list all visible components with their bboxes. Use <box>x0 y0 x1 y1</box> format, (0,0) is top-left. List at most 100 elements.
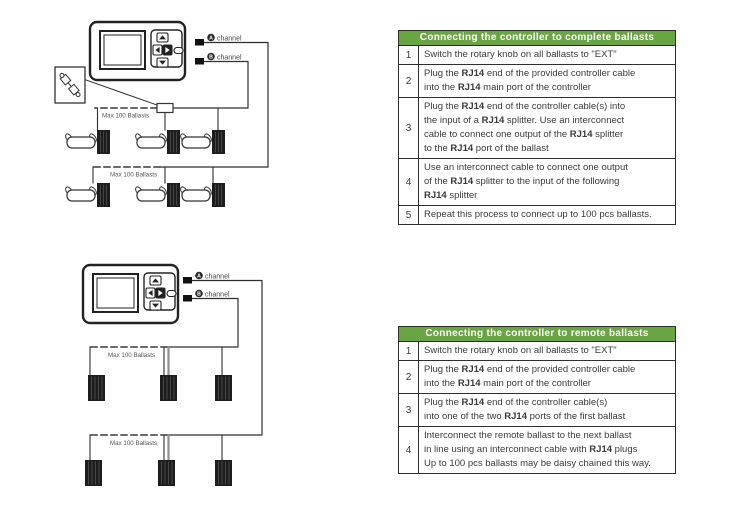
channel-b-icon <box>207 52 215 61</box>
step-number: 2 <box>399 361 419 393</box>
port-channel-a <box>183 277 192 284</box>
step-text-line: into one of the two RJ14 ports of the fi… <box>424 411 626 422</box>
step-text-line: RJ14 splitter <box>424 190 478 201</box>
svg-text:channel: channel <box>205 274 230 281</box>
step-text: Plug the RJ14 end of the provided contro… <box>419 65 675 97</box>
wiring-diagram: A channel B channel Max 100 Ballasts <box>54 20 269 487</box>
inset-leader-line <box>85 79 158 106</box>
step-text-line: into the RJ14 main port of the controlle… <box>424 82 591 93</box>
svg-text:A: A <box>197 274 201 280</box>
port-channel-b <box>183 295 192 302</box>
step-text: Use an interconnect cable to connect one… <box>419 159 675 205</box>
step-text-line: Interconnect the remote ballast to the n… <box>424 430 632 441</box>
svg-text:B: B <box>209 55 213 61</box>
drop-wires-row2 <box>89 433 223 462</box>
rj14-splitter <box>156 102 174 114</box>
channel-b-icon <box>195 289 203 298</box>
step-number: 4 <box>399 159 419 205</box>
instruction-row: 3 Plug the RJ14 end of the controller cab… <box>399 394 675 427</box>
port-channel-b <box>195 58 204 65</box>
step-text-line: Repeat this process to connect up to 100… <box>424 209 652 220</box>
ballast-lamp <box>178 182 226 208</box>
step-text-line: Plug the RJ14 end of the controller cabl… <box>424 101 626 112</box>
channel-b-label: B channel <box>195 289 230 299</box>
table-body: 1 Switch the rotary knob on all ballasts … <box>399 342 675 473</box>
instruction-row: 1 Switch the rotary knob on all ballasts … <box>399 46 675 65</box>
svg-text:B: B <box>197 292 201 298</box>
table-title: Connecting the controller to remote ball… <box>399 327 675 342</box>
instruction-row: 2 Plug the RJ14 end of the provided contr… <box>399 361 675 394</box>
remote-ballast <box>87 374 106 402</box>
remote-ballast <box>157 459 176 487</box>
drop-wires-row1 <box>89 345 223 377</box>
ballast-lamp <box>133 182 181 208</box>
step-number: 2 <box>399 65 419 97</box>
remote-ballast <box>214 459 233 487</box>
step-number: 4 <box>399 427 419 473</box>
step-number: 5 <box>399 206 419 224</box>
table-remote-ballasts: Connecting the controller to remote ball… <box>398 326 676 474</box>
max-ballasts-label: Max 100 Ballasts <box>110 172 157 179</box>
table-body: 1 Switch the rotary knob on all ballasts … <box>399 46 675 224</box>
step-text-line: Plug the RJ14 end of the controller cabl… <box>424 397 608 408</box>
drop-wires-row2 <box>92 166 214 184</box>
channel-a-label: A channel <box>195 271 230 281</box>
controller <box>81 263 180 325</box>
step-number: 3 <box>399 394 419 426</box>
step-text-line: in line using an interconnect cable with… <box>424 444 638 455</box>
ballast-lamp <box>63 129 111 155</box>
ballast-lamp <box>178 129 226 155</box>
svg-text:channel: channel <box>205 292 230 299</box>
cable-channel-a <box>166 279 263 436</box>
instruction-row: 4 Interconnect the remote ballast to the … <box>399 427 675 473</box>
cable-channel-b <box>172 60 249 109</box>
step-number: 3 <box>399 98 419 158</box>
step-number: 1 <box>399 342 419 360</box>
drop-wires-row1 <box>96 107 219 131</box>
step-text-line: cable to connect one output of the RJ14 … <box>424 129 624 140</box>
port-channel-a <box>195 39 204 46</box>
step-text: Plug the RJ14 end of the controller cabl… <box>419 98 675 158</box>
instruction-row: 4 Use an interconnect cable to connect on… <box>399 159 675 206</box>
step-text-line: Plug the RJ14 end of the provided contro… <box>424 68 636 79</box>
step-text: Interconnect the remote ballast to the n… <box>419 427 675 473</box>
channel-a-icon <box>207 33 215 42</box>
step-text-line: of the RJ14 splitter to the input of the… <box>424 176 620 187</box>
instruction-row: 5 Repeat this process to connect up to 10… <box>399 206 675 224</box>
remote-ballast <box>159 374 178 402</box>
step-text-line: Up to 100 pcs ballasts may be daisy chai… <box>424 458 651 469</box>
ballast-lamp <box>133 129 181 155</box>
controller <box>88 20 187 82</box>
step-text: Switch the rotary knob on all ballasts t… <box>419 46 675 64</box>
remote-ballast <box>214 374 233 402</box>
svg-text:channel: channel <box>217 36 242 43</box>
max-ballasts-label: Max 100 Ballasts <box>108 352 155 359</box>
svg-text:A: A <box>209 36 213 42</box>
step-text-line: Plug the RJ14 end of the provided contro… <box>424 364 636 375</box>
channel-a-label: A channel <box>207 33 242 43</box>
diagram-complete-ballasts: A channel B channel Max 100 Ballasts <box>54 20 269 208</box>
channel-a-icon <box>195 271 203 280</box>
step-text-line: the input of a RJ14 splitter. Use an int… <box>424 115 625 126</box>
svg-text:channel: channel <box>217 55 242 62</box>
max-ballasts-label: Max 100 Ballasts <box>102 113 149 120</box>
table-title: Connecting the controller to complete ba… <box>399 31 675 46</box>
diagram-remote-ballasts: A channel B channel Max 100 Ballasts Max… <box>81 263 263 487</box>
table-complete-ballasts: Connecting the controller to complete ba… <box>398 30 676 225</box>
instruction-row: 3 Plug the RJ14 end of the controller cab… <box>399 98 675 159</box>
step-text-line: Use an interconnect cable to connect one… <box>424 162 628 173</box>
ballast-lamp <box>63 182 111 208</box>
step-text: Switch the rotary knob on all ballasts t… <box>419 342 675 360</box>
channel-b-label: B channel <box>207 52 242 62</box>
step-text: Plug the RJ14 end of the provided contro… <box>419 361 675 393</box>
cable-channel-b <box>166 297 239 348</box>
step-number: 1 <box>399 46 419 64</box>
instruction-row: 1 Switch the rotary knob on all ballasts … <box>399 342 675 361</box>
interconnect-cable-inset <box>54 66 158 106</box>
step-text-line: Switch the rotary knob on all ballasts t… <box>424 49 617 60</box>
step-text-line: to the RJ14 port of the ballast <box>424 143 549 154</box>
remote-ballast <box>84 459 103 487</box>
cable-channel-a <box>159 41 269 168</box>
step-text-line: Switch the rotary knob on all ballasts t… <box>424 345 617 356</box>
